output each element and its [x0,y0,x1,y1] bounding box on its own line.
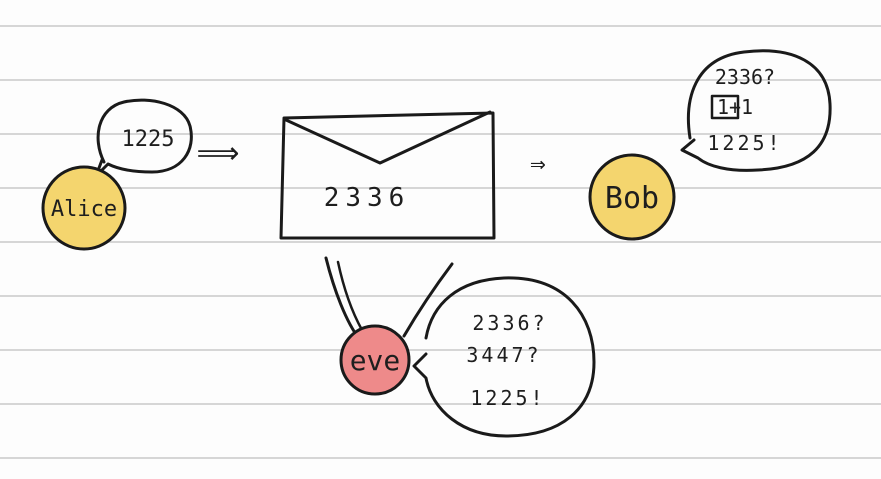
bob-line-1: 2336? [715,65,775,89]
bob-group: Bob 2336? 1+1 1225! [588,49,832,241]
envelope-outline [279,111,496,240]
alice-group: 1225 Alice ⟹ [41,98,240,251]
eve-line-1: 2336? [472,311,547,335]
eve-line-3: 1225! [470,386,545,410]
envelope-flap [284,110,492,165]
eve-tap-line-left [324,256,362,342]
eve-group: eve 2336? 3447? 1225! [324,256,596,438]
envelope-content: 2336 [324,183,411,213]
bob-line-2: 1+1 [717,95,753,119]
alice-message: 1225 [122,127,175,152]
alice-speech-bubble [94,98,193,178]
alice-name: Alice [51,197,117,222]
eve-speech-bubble [412,276,596,438]
left-arrow: ⟹ [196,136,239,171]
envelope-group: 2336 [279,110,496,240]
eve-tap-line-right [402,262,454,338]
eve-tap-line-left-inner [336,260,364,332]
right-arrow: ⇒ [530,149,546,179]
alice-circle [41,165,127,251]
eve-circle [339,324,411,396]
ruled-lines [0,25,881,459]
bob-name: Bob [605,181,659,216]
bob-speech-bubble [680,49,832,172]
bob-boxed-guess [710,94,740,120]
bob-circle [588,153,676,241]
eve-name: eve [350,344,401,377]
bob-line-3: 1225! [707,131,782,155]
eve-line-2: 3447? [466,343,541,367]
